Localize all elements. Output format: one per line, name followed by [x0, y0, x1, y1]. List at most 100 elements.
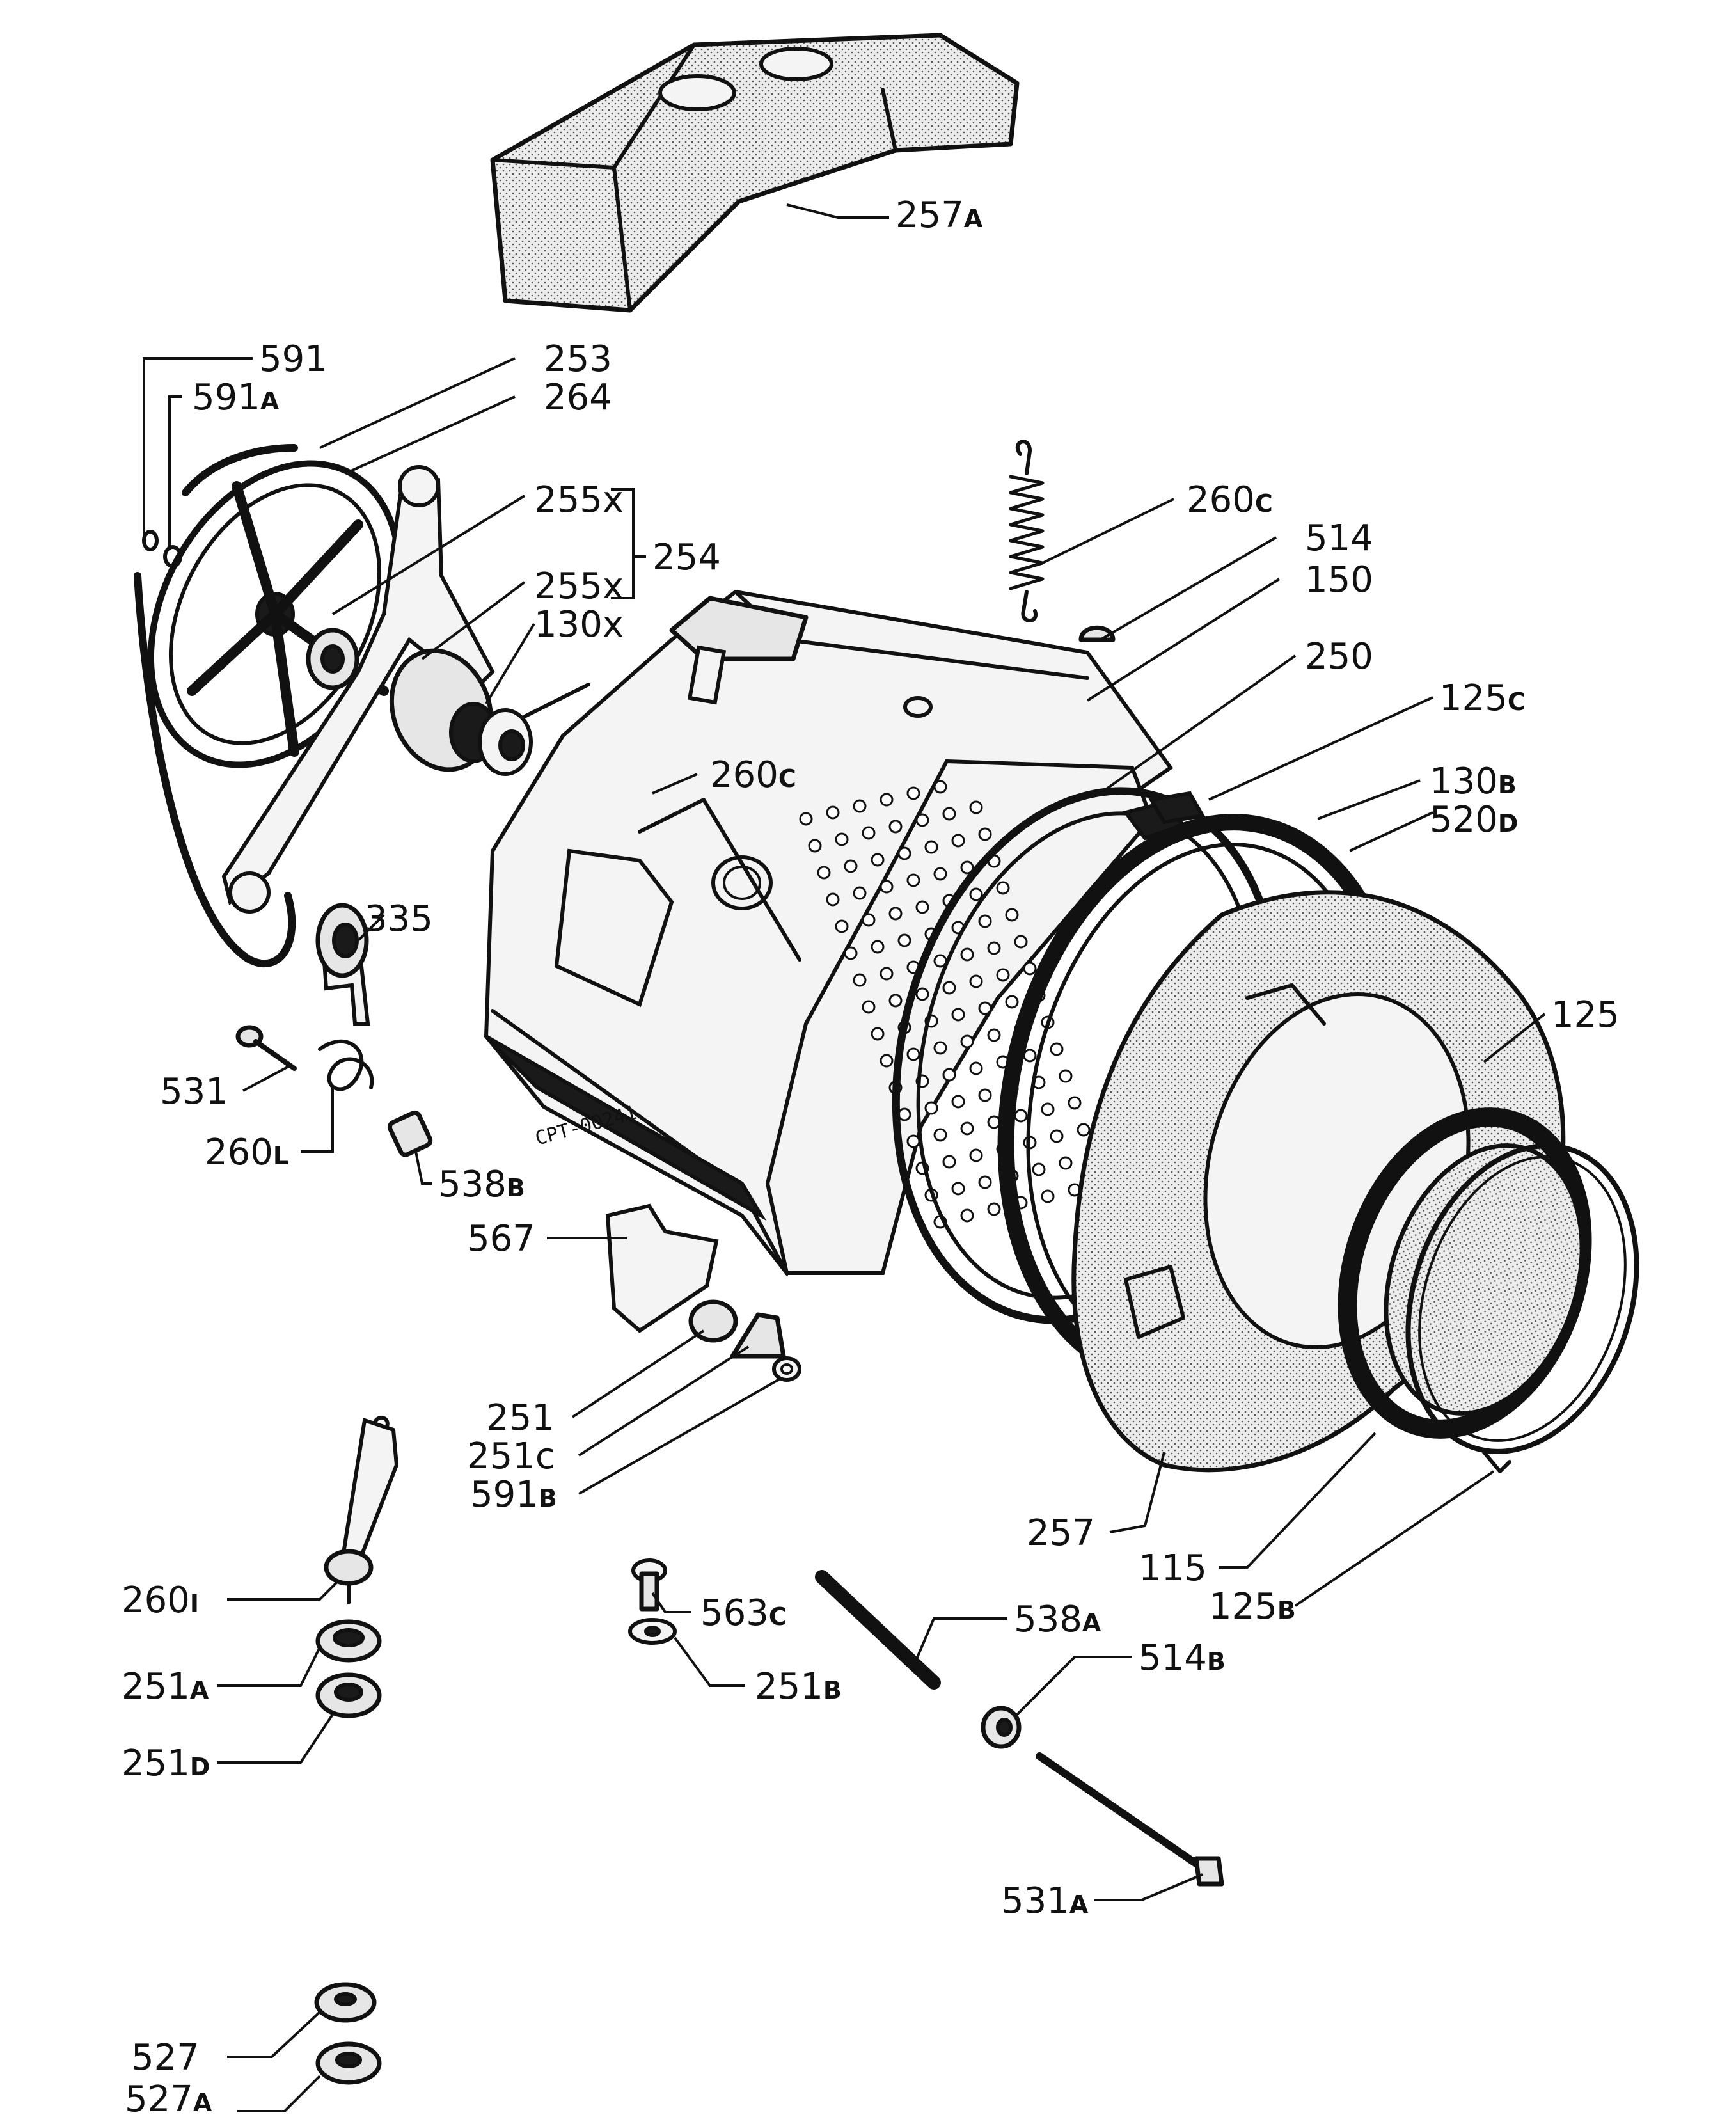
drum-perforation-hole	[906, 1134, 920, 1148]
callout-257: 257	[1027, 1512, 1095, 1554]
drum-perforation-hole	[969, 1061, 983, 1075]
drum-perforation-hole	[987, 1202, 1001, 1216]
callout-251d: 251D	[122, 1743, 210, 1784]
callout-253: 253	[544, 338, 612, 380]
drum-perforation-hole	[942, 807, 956, 821]
drum-perforation-hole	[933, 867, 947, 881]
drum-perforation-hole	[1023, 962, 1037, 976]
drum-perforation-hole	[817, 866, 831, 880]
leader-lines	[143, 203, 1546, 2112]
drum-perforation-hole	[880, 1054, 894, 1068]
drum-perforation-hole	[924, 840, 938, 854]
drum-perforation-hole	[933, 1041, 947, 1055]
drum-perforation-hole	[978, 827, 992, 841]
drum-perforation-hole	[1050, 1042, 1064, 1056]
drum-perforation-hole	[960, 1121, 974, 1136]
drum-perforation-hole	[996, 968, 1010, 982]
drum-perforation-hole	[951, 1008, 965, 1022]
drum-perforation-hole	[1068, 1096, 1082, 1110]
door-bellows-part	[1338, 1107, 1592, 1439]
drum-perforation-hole	[987, 941, 1001, 955]
washer-251b-part	[628, 1618, 677, 1645]
drum-perforation-hole	[897, 1107, 911, 1121]
shock-absorber-260i-part	[324, 1416, 399, 1604]
drum-perforation-hole	[978, 1001, 992, 1015]
drum-perforation-hole	[915, 813, 929, 827]
callout-260l: 260L	[205, 1132, 288, 1173]
washer-591b-part	[772, 1356, 801, 1382]
callout-264: 264	[544, 377, 612, 418]
door-clamp-ring-part	[1405, 1143, 1639, 1473]
clip-591-part	[142, 530, 182, 568]
rod-538a-part	[815, 1570, 941, 1690]
callout-125: 125	[1551, 994, 1620, 1036]
callout-531a: 531A	[1001, 1880, 1089, 1922]
drum-perforation-hole	[969, 800, 983, 814]
drum-perforation-hole	[1041, 1189, 1055, 1203]
callout-251a: 251A	[122, 1666, 209, 1707]
drum-perforation-hole	[862, 913, 876, 927]
callout-527: 527	[131, 2037, 200, 2079]
drum-perforation-hole	[924, 1101, 938, 1115]
callout-255x-1: 255x	[534, 479, 624, 521]
screw-563c-part	[631, 1558, 667, 1612]
callout-251: 251	[486, 1397, 555, 1439]
callout-567: 567	[467, 1218, 535, 1260]
drum-perforation-hole	[880, 967, 894, 981]
callout-520d: 520D	[1430, 799, 1518, 841]
drum-perforation-hole	[951, 1182, 965, 1196]
drum-perforation-hole	[978, 1088, 992, 1102]
drum-perforation-hole	[942, 1068, 956, 1082]
callout-260c-1: 260C	[1187, 479, 1273, 521]
callout-130x: 130x	[534, 604, 624, 646]
callout-563c: 563C	[700, 1592, 787, 1634]
drum-perforation-hole	[1005, 995, 1019, 1009]
drum-perforation-hole	[960, 947, 974, 962]
drum-perforation-hole	[933, 1128, 947, 1142]
drum-perforation-hole	[906, 786, 920, 800]
drum-perforation-hole	[897, 933, 911, 947]
drum-perforation-hole	[862, 826, 876, 840]
drum-perforation-hole	[808, 839, 822, 853]
drum-perforation-hole	[915, 987, 929, 1001]
callout-591a: 591A	[192, 377, 280, 418]
callout-527a: 527A	[125, 2079, 212, 2115]
drum-perforation-hole	[1023, 1049, 1037, 1063]
drum-perforation-hole	[906, 873, 920, 887]
drum-perforation-hole	[942, 1155, 956, 1169]
bearing-part	[306, 628, 359, 690]
drum-perforation-hole	[871, 853, 885, 867]
callout-125c: 125C	[1439, 677, 1526, 719]
drum-perforation-hole	[960, 1034, 974, 1049]
drum-perforation-hole	[888, 820, 903, 834]
drum-perforation-hole	[1077, 1123, 1091, 1137]
drum-perforation-hole	[853, 886, 867, 900]
drum-perforation-hole	[871, 940, 885, 954]
drum-perforation-hole	[996, 881, 1010, 895]
drum-perforation-hole	[844, 859, 858, 873]
callout-538b: 538B	[438, 1164, 525, 1205]
drum-perforation-hole	[897, 846, 911, 860]
drum-perforation-hole	[853, 799, 867, 813]
drum-perforation-hole	[862, 1000, 876, 1014]
bushing-251a-part	[315, 1619, 382, 1663]
callout-260c-2: 260C	[710, 754, 796, 796]
callout-257a: 257A	[896, 194, 983, 236]
bolt-531-part	[235, 1025, 297, 1071]
drive-belt-part	[134, 444, 298, 968]
drum-perforation-hole	[1041, 1102, 1055, 1116]
bushing-538b-part	[387, 1110, 433, 1157]
drum-perforation-hole	[978, 1175, 992, 1189]
drum-perforation-hole	[1005, 908, 1019, 922]
drum-perforation-hole	[888, 994, 903, 1008]
drum-perforation-hole	[1014, 935, 1028, 949]
drum-perforation-hole	[960, 860, 974, 875]
bushing-251d-part	[315, 1672, 382, 1718]
callout-250: 250	[1305, 636, 1373, 677]
callout-591: 591	[259, 338, 327, 380]
drum-perforation-hole	[871, 1027, 885, 1041]
callout-531: 531	[160, 1071, 228, 1113]
callout-labels: 257A 591 591A 253 264 255x 254 255x 130x…	[122, 194, 1620, 2115]
callout-255x-2: 255x	[534, 566, 624, 607]
